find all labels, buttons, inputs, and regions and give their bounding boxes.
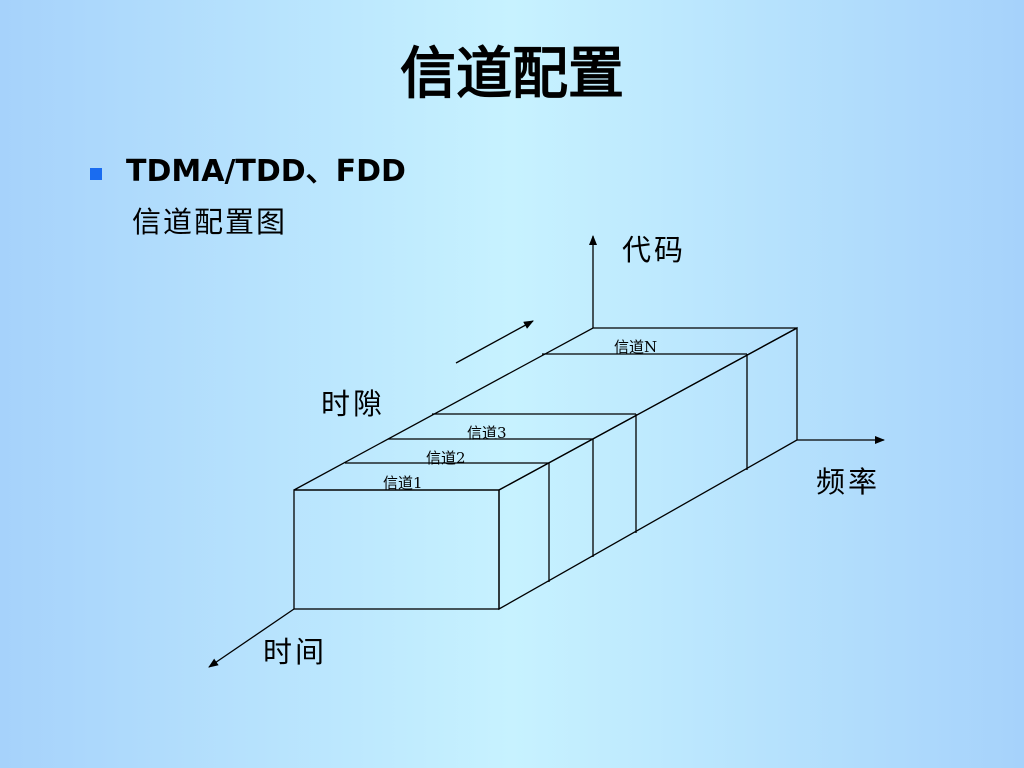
- timeslot-label: 时隙: [321, 387, 385, 421]
- bullet-text: TDMA/TDD、FDD: [126, 154, 406, 189]
- timeslot-direction-arrow: [455, 320, 534, 364]
- diagram-caption: 信道配置图: [132, 205, 288, 239]
- frequency-axis-label: 频率: [816, 465, 880, 499]
- channel-1-label: 信道1: [383, 474, 423, 492]
- channel-n-label: 信道N: [614, 338, 657, 356]
- slide-title: 信道配置: [400, 41, 624, 107]
- channel-2-label: 信道2: [426, 449, 466, 467]
- box-right-face: [498, 326, 798, 611]
- box-front-face: [293, 489, 500, 610]
- time-axis-label: 时间: [263, 635, 327, 669]
- bullet-square-icon: [90, 168, 102, 180]
- time-axis-arrow: [208, 608, 295, 668]
- code-axis-label: 代码: [622, 233, 686, 267]
- channel-3-label: 信道3: [467, 424, 507, 442]
